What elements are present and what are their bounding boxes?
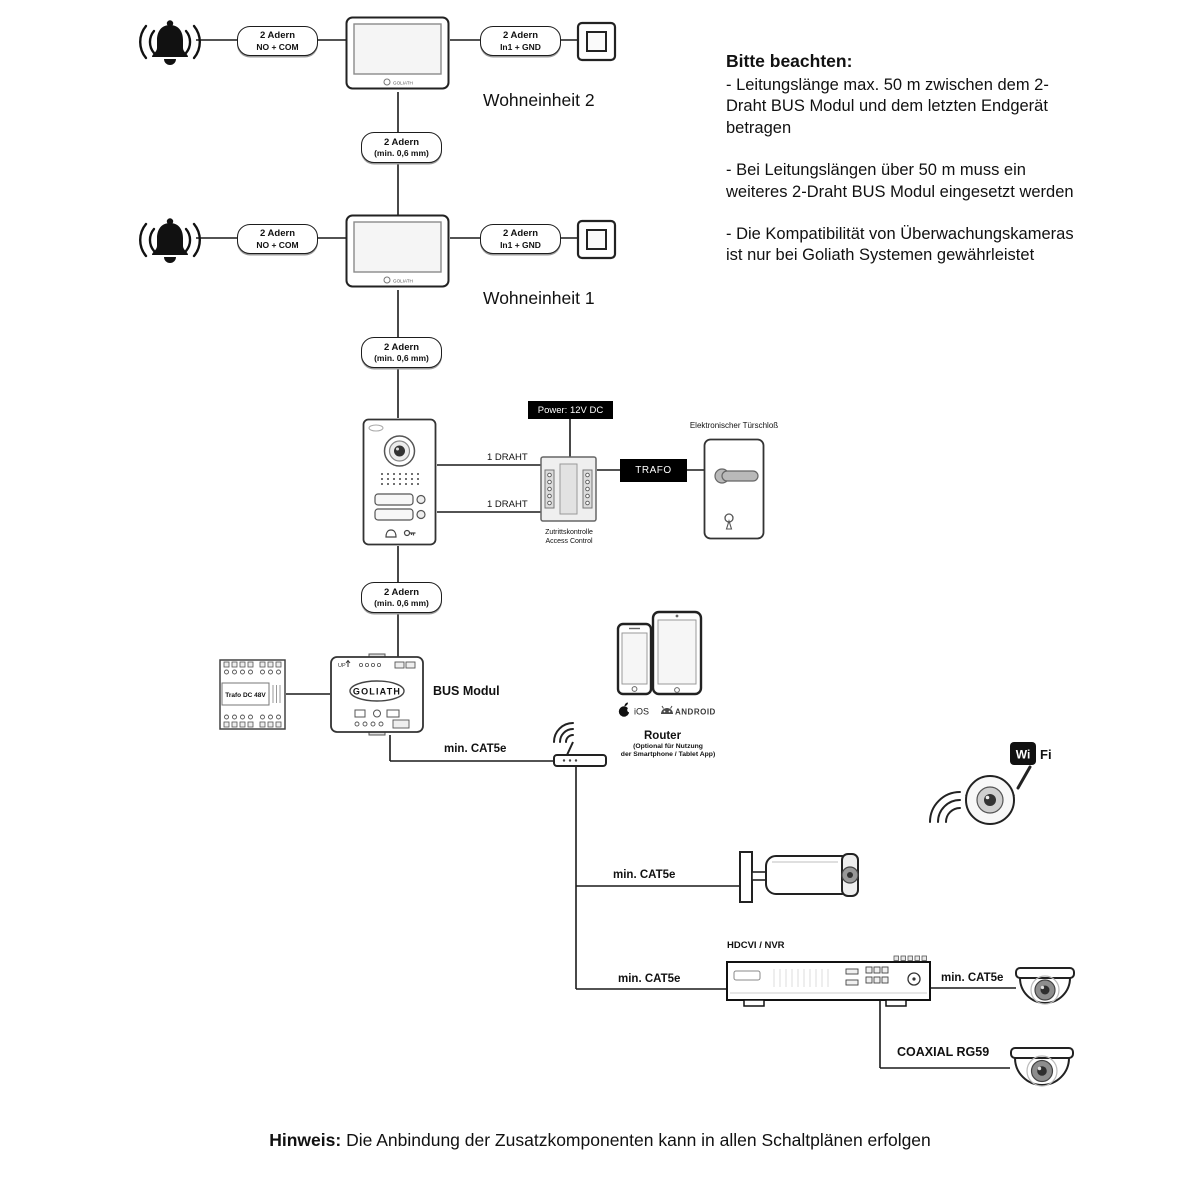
cable-label-line2: (min. 0,6 mm)	[374, 353, 429, 364]
cable-label-line1: 2 Adern	[383, 586, 420, 598]
bullet-camera	[738, 846, 864, 908]
unit1-label: Wohneinheit 1	[483, 288, 595, 308]
bus-module: UP GOLIATH	[329, 653, 425, 736]
notes-heading: Bitte beachten:	[726, 51, 853, 71]
router-subcaption-line1: (Optional für Nutzung	[633, 743, 703, 750]
bus-module-label: BUS Modul	[433, 684, 500, 698]
android-logo-icon	[661, 705, 673, 714]
apple-logo-icon	[618, 702, 632, 717]
doorbell-button-unit2	[576, 21, 617, 62]
cable-label-no-com-1: 2 Adern NO + COM	[237, 26, 318, 56]
cable-label-in1-gnd-2: 2 Adern In1 + GND	[480, 224, 561, 254]
access-control-module	[540, 456, 597, 522]
cable-label-line1: 2 Adern	[502, 30, 539, 42]
wifi-wi-label: Wi	[1016, 748, 1031, 762]
wifi-fi-label: Fi	[1040, 747, 1052, 762]
os-logos: iOS ANDROID	[617, 701, 727, 719]
cable-label-no-com-2: 2 Adern NO + COM	[237, 224, 318, 254]
note-item: - Bei Leitungslängen über 50 m muss ein …	[726, 161, 1074, 201]
cable-label-min06-1: 2 Adern (min. 0,6 mm)	[361, 132, 442, 163]
cable-label-line2: NO + COM	[256, 41, 299, 52]
cat5e-label-bullet: min. CAT5e	[613, 869, 676, 881]
cable-label-line2: (min. 0,6 mm)	[374, 598, 429, 609]
router-subcaption: (Optional für Nutzung der Smartphone / T…	[600, 743, 736, 760]
indoor-monitor-unit1: GOLIATH	[345, 214, 450, 290]
footer-note-bold: Hinweis:	[269, 1130, 342, 1150]
doorbell-button-unit1	[576, 219, 617, 260]
power-label: Power: 12V DC	[528, 401, 613, 419]
router-label: Router	[644, 730, 682, 742]
footer-note-text: Die Anbindung der Zusatzkomponenten kann…	[346, 1130, 931, 1150]
access-control-caption: Zutrittskontrolle Access Control	[531, 529, 607, 547]
cable-label-in1-gnd-1: 2 Adern In1 + GND	[480, 26, 561, 56]
nvr-recorder	[726, 955, 931, 1008]
cable-label-min06-3: 2 Adern (min. 0,6 mm)	[361, 582, 442, 613]
doorbell-chime-icon	[133, 212, 207, 266]
door-lock	[703, 438, 765, 540]
access-caption-line1: Zutrittskontrolle	[545, 529, 593, 536]
door-station	[362, 418, 437, 546]
doorbell-chime-icon	[133, 14, 207, 68]
dome-camera-2	[1006, 1046, 1078, 1106]
cable-label-line2: (min. 0,6 mm)	[374, 148, 429, 159]
cable-label-line1: 2 Adern	[502, 228, 539, 240]
monitor-brand-label: GOLIATH	[393, 278, 413, 283]
wifi-waves-icon	[929, 791, 961, 823]
trafo-box: TRAFO	[620, 459, 687, 482]
cable-label-line2: In1 + GND	[500, 41, 541, 52]
wire-label-1draht-top: 1 DRAHT	[487, 452, 528, 463]
cable-label-line1: 2 Adern	[383, 341, 420, 353]
cable-label-line1: 2 Adern	[259, 30, 296, 42]
dome-camera-1	[1012, 966, 1078, 1024]
wifi-camera: Wi Fi	[929, 736, 1065, 841]
cable-label-line2: NO + COM	[256, 239, 299, 250]
cable-label-line2: In1 + GND	[500, 239, 541, 250]
ios-label: iOS	[634, 707, 649, 717]
trafo-dc-48v: Trafo DC 48V	[219, 659, 286, 730]
smartphone-tablet-icon	[616, 610, 706, 700]
bus-brand-label: GOLIATH	[353, 687, 401, 697]
cable-label-line1: 2 Adern	[259, 228, 296, 240]
router-device	[548, 715, 612, 769]
router-subcaption-line2: der Smartphone / Tablet App)	[620, 751, 716, 759]
note-item: - Leitungslänge max. 50 m zwischen dem 2…	[726, 75, 1049, 137]
android-label: ANDROID	[675, 708, 716, 717]
door-lock-caption: Elektronischer Türschloß	[689, 421, 779, 430]
footer-note: Hinweis: Die Anbindung der Zusatzkompone…	[0, 1130, 1200, 1151]
coaxial-label: COAXIAL RG59	[897, 1045, 990, 1059]
unit2-label: Wohneinheit 2	[483, 90, 595, 110]
bus-up-label: UP	[338, 663, 346, 669]
indoor-monitor-unit2: GOLIATH	[345, 16, 450, 92]
access-caption-line2: Access Control	[545, 537, 593, 545]
cable-label-min06-2: 2 Adern (min. 0,6 mm)	[361, 337, 442, 368]
cat5e-label-nvr: min. CAT5e	[618, 973, 681, 985]
cable-label-line1: 2 Adern	[383, 136, 420, 148]
trafo-dc-label: Trafo DC 48V	[225, 692, 266, 699]
note-item: - Die Kompatibilität von Überwachungskam…	[726, 224, 1074, 265]
cat5e-label-router: min. CAT5e	[444, 743, 507, 755]
wire-label-1draht-bottom: 1 DRAHT	[487, 499, 528, 510]
cat5e-label-dome1: min. CAT5e	[941, 972, 1004, 984]
monitor-brand-label: GOLIATH	[393, 80, 413, 85]
notes-panel: Bitte beachten: - Leitungslänge max. 50 …	[726, 50, 1076, 288]
nvr-label: HDCVI / NVR	[727, 940, 785, 951]
